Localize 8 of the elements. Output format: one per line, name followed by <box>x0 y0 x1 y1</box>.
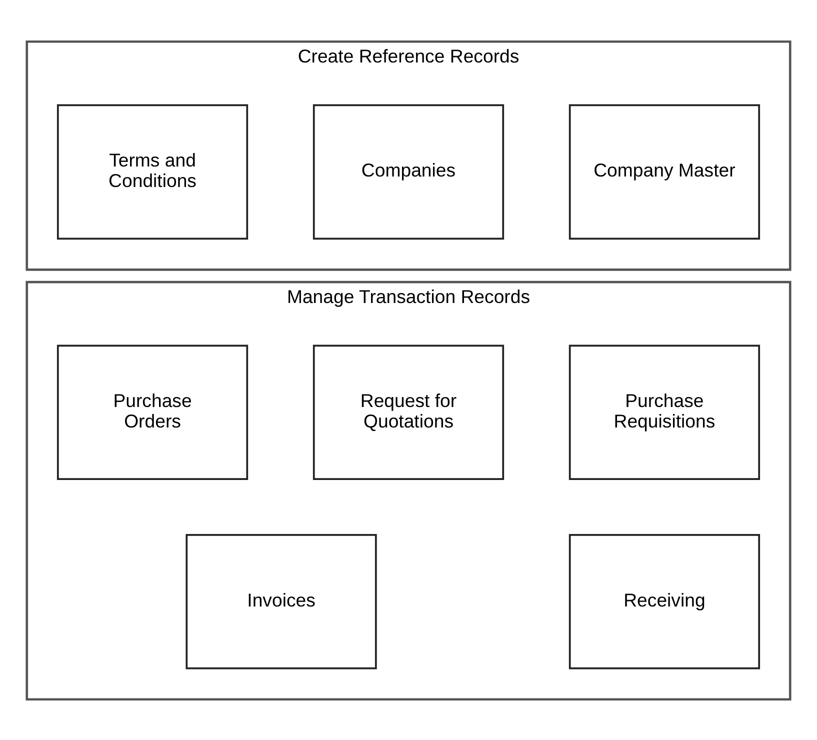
node-box: Invoices <box>186 534 377 669</box>
node-box: Receiving <box>568 534 760 669</box>
node-box: Purchase Orders <box>56 344 248 480</box>
node-box: Purchase Requisitions <box>568 344 760 480</box>
node-box: Company Master <box>568 104 760 240</box>
node-box: Terms and Conditions <box>56 104 248 240</box>
node-box: Companies <box>312 104 504 240</box>
node-box: Request for Quotations <box>312 344 504 480</box>
